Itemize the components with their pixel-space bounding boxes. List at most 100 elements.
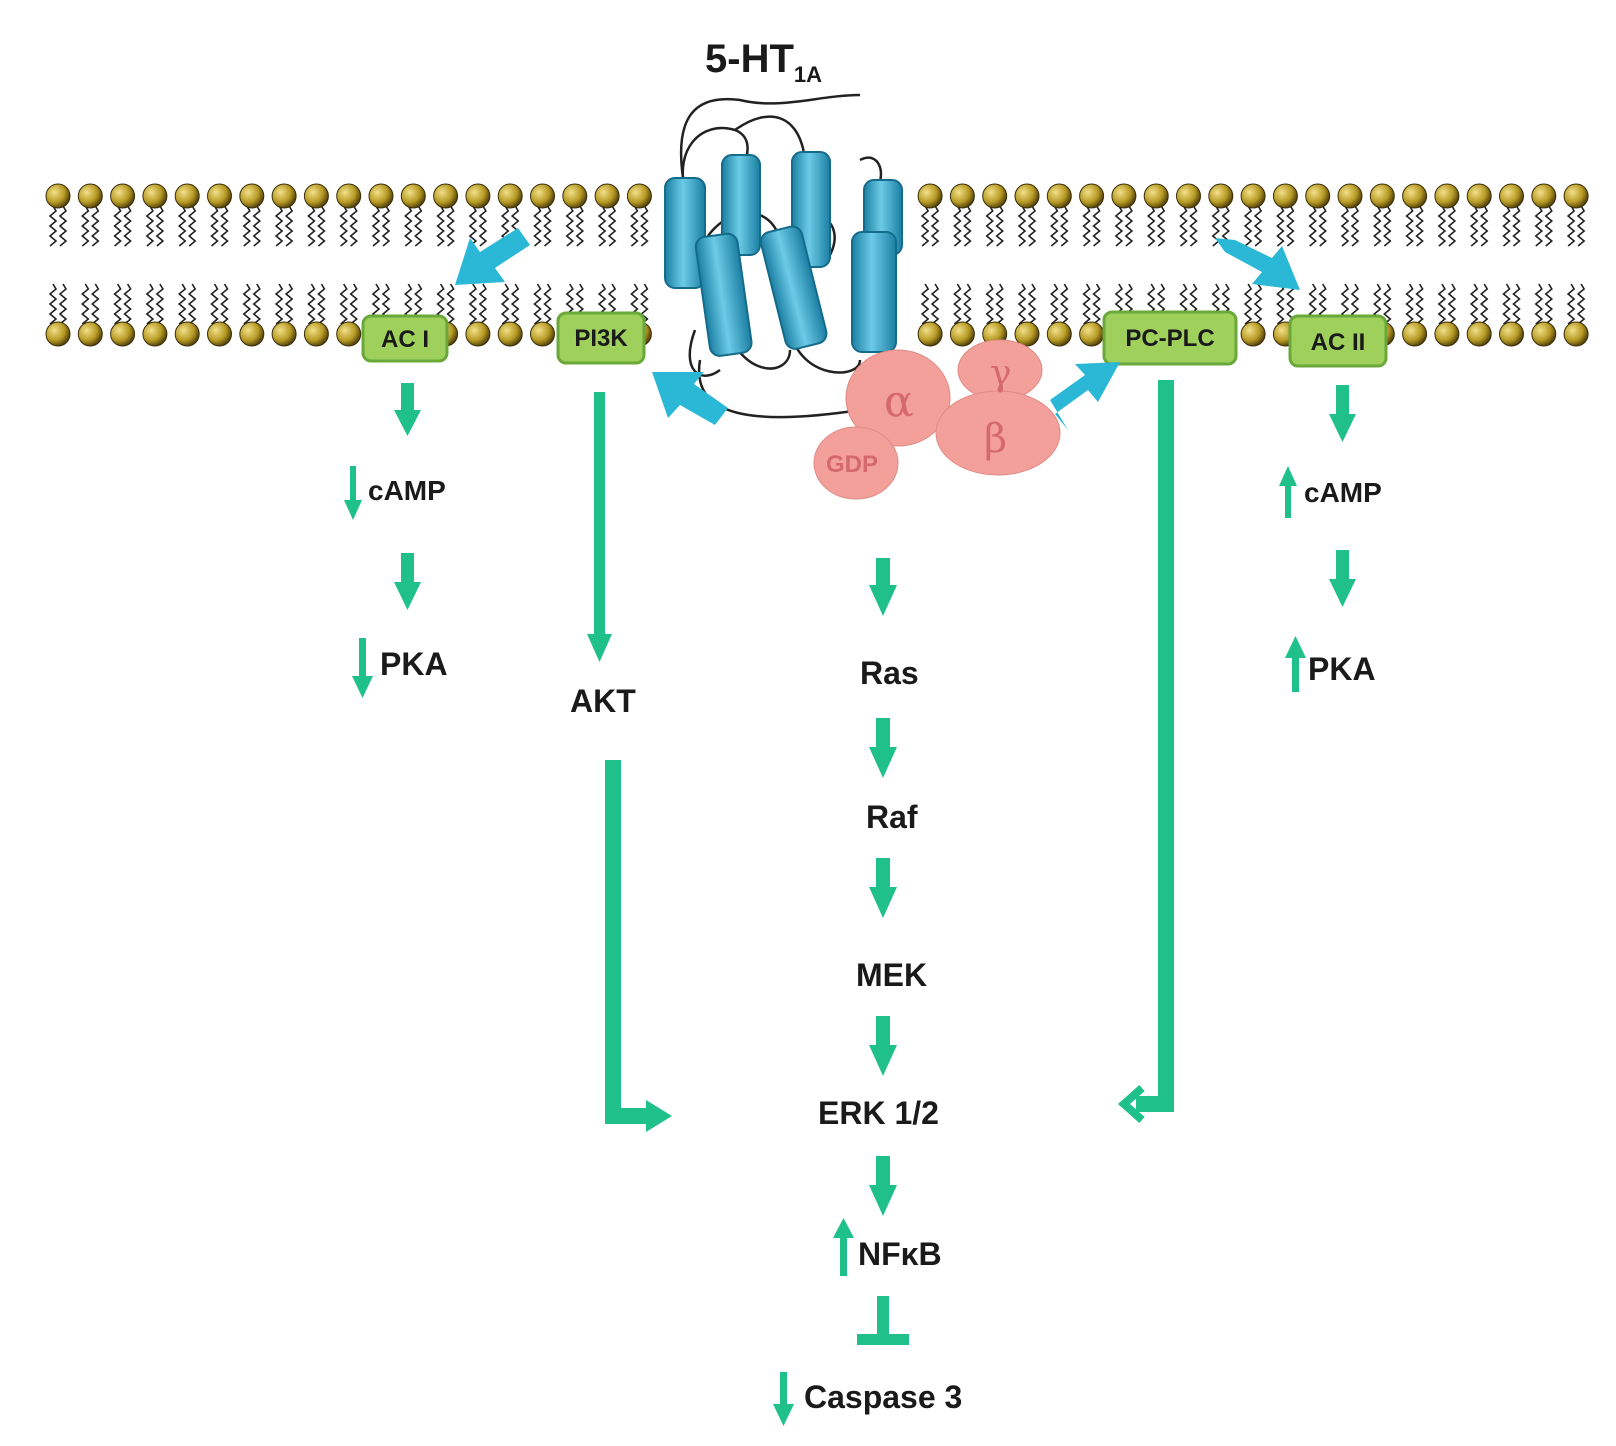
- arrow-akt-to-erk: [605, 760, 672, 1132]
- lipid-tail: [1534, 283, 1544, 325]
- ras-label: Ras: [860, 655, 919, 691]
- lipid-tail: [985, 283, 994, 325]
- arrow-to-pcplc: [1050, 362, 1120, 430]
- ac2-label: AC II: [1311, 329, 1366, 356]
- lipid-head: [207, 321, 232, 347]
- arrow-pcplc-to-erk: [1117, 380, 1174, 1123]
- erk-label: ERK 1/2: [818, 1095, 939, 1131]
- lipid-head: [45, 321, 71, 347]
- lipid-tail: [630, 205, 639, 247]
- lipid-head: [174, 321, 200, 347]
- lipid-head: [1111, 183, 1137, 209]
- lipid-head: [1369, 183, 1395, 209]
- lipid-tail: [1415, 205, 1424, 247]
- arrow-camp-to-pka-left: [394, 553, 421, 610]
- lipid-head: [45, 183, 71, 209]
- lipid-tail: [91, 205, 100, 247]
- helix-2: [721, 154, 761, 256]
- lipid-tail: [187, 205, 197, 247]
- lipid-tail: [252, 283, 262, 325]
- lipid-head: [142, 183, 168, 209]
- lipid-tail: [220, 283, 229, 325]
- arrow-ac2-to-camp: [1329, 385, 1356, 442]
- arrow-to-pi3k: [652, 372, 728, 425]
- g-beta-subunit: [935, 390, 1061, 476]
- lipid-head: [530, 183, 555, 209]
- lipid-tail: [1405, 205, 1414, 247]
- lipid-head: [949, 321, 975, 347]
- lipid-tail: [920, 283, 930, 325]
- arrow-camp-to-pka-right: [1329, 550, 1356, 607]
- lipid-head: [1563, 321, 1589, 347]
- arrow-g-to-ras: [869, 558, 897, 616]
- lipid-tail: [1060, 283, 1069, 325]
- lipid-tail: [1469, 205, 1479, 247]
- pi3k-label: PI3K: [574, 325, 628, 352]
- pka-right-up-indicator: [1285, 636, 1306, 692]
- lipid-tail: [414, 205, 423, 247]
- lipid-tail: [81, 283, 90, 325]
- lipid-tail: [274, 205, 284, 247]
- lipid-tail: [284, 283, 294, 325]
- arrow-ac1-to-camp: [394, 383, 421, 436]
- lipid-tail: [1566, 205, 1576, 247]
- lipid-tail: [210, 283, 219, 325]
- lipid-head: [77, 321, 103, 347]
- lipid-tail: [1383, 283, 1392, 325]
- lipid-tail: [533, 205, 542, 247]
- g-alpha-subunit: [845, 349, 951, 447]
- lipid-tail: [404, 205, 413, 247]
- lipid-head: [142, 321, 168, 347]
- lipid-tail: [81, 205, 90, 247]
- lipid-tail: [220, 205, 229, 247]
- helix-7: [851, 231, 897, 353]
- lipid-tail: [1502, 283, 1511, 325]
- g-protein: α γ β GDP: [813, 339, 1061, 500]
- lipid-head: [1240, 321, 1266, 347]
- lipid-tail: [1276, 283, 1285, 325]
- lipid-tail: [1512, 283, 1521, 325]
- lipid-tail: [1544, 205, 1554, 247]
- lipid-tail: [446, 283, 455, 325]
- effector-pcplc: PC-PLC: [1102, 310, 1238, 366]
- arrow-to-ac2: [1215, 238, 1300, 290]
- receptor-5ht1a-helices: [664, 151, 903, 357]
- mek-label: MEK: [856, 957, 927, 993]
- inhibition-nfkb-to-caspase: [857, 1296, 909, 1345]
- lipid-head: [1499, 321, 1524, 347]
- lipid-tail: [1415, 283, 1424, 325]
- lipid-tail: [1189, 205, 1198, 247]
- lipid-tail: [1082, 283, 1091, 325]
- lipid-head: [1466, 183, 1492, 209]
- lipid-tail: [252, 205, 262, 247]
- lipid-head: [303, 321, 329, 347]
- lipid-tail: [543, 205, 552, 247]
- lipid-tail: [1092, 205, 1101, 247]
- lipid-tail: [242, 283, 252, 325]
- lipid-head: [1079, 183, 1105, 209]
- lipid-tail: [1437, 283, 1447, 325]
- camp-left-down-indicator: [344, 466, 362, 520]
- lipid-head: [174, 183, 200, 209]
- lipid-tail: [145, 283, 155, 325]
- lipid-tail: [446, 205, 455, 247]
- lipid-tail: [317, 283, 326, 325]
- lipid-head: [336, 183, 362, 209]
- lipid-tail: [1082, 205, 1091, 247]
- lipid-head: [1272, 183, 1298, 209]
- lipid-tail: [113, 205, 122, 247]
- lipid-tail: [930, 283, 940, 325]
- lipid-tail: [1243, 283, 1253, 325]
- lipid-head: [336, 321, 362, 347]
- lipid-tail: [436, 205, 445, 247]
- lipid-tail: [307, 283, 316, 325]
- lipid-tail: [1308, 205, 1317, 247]
- lipid-tail: [349, 283, 358, 325]
- lipid-tail: [1566, 283, 1576, 325]
- camp-right-label: cAMP: [1304, 477, 1382, 508]
- lipid-tail: [565, 205, 575, 247]
- lipid-head: [1402, 183, 1428, 209]
- effector-pi3k: PI3K: [556, 311, 646, 365]
- lipid-head: [400, 183, 426, 209]
